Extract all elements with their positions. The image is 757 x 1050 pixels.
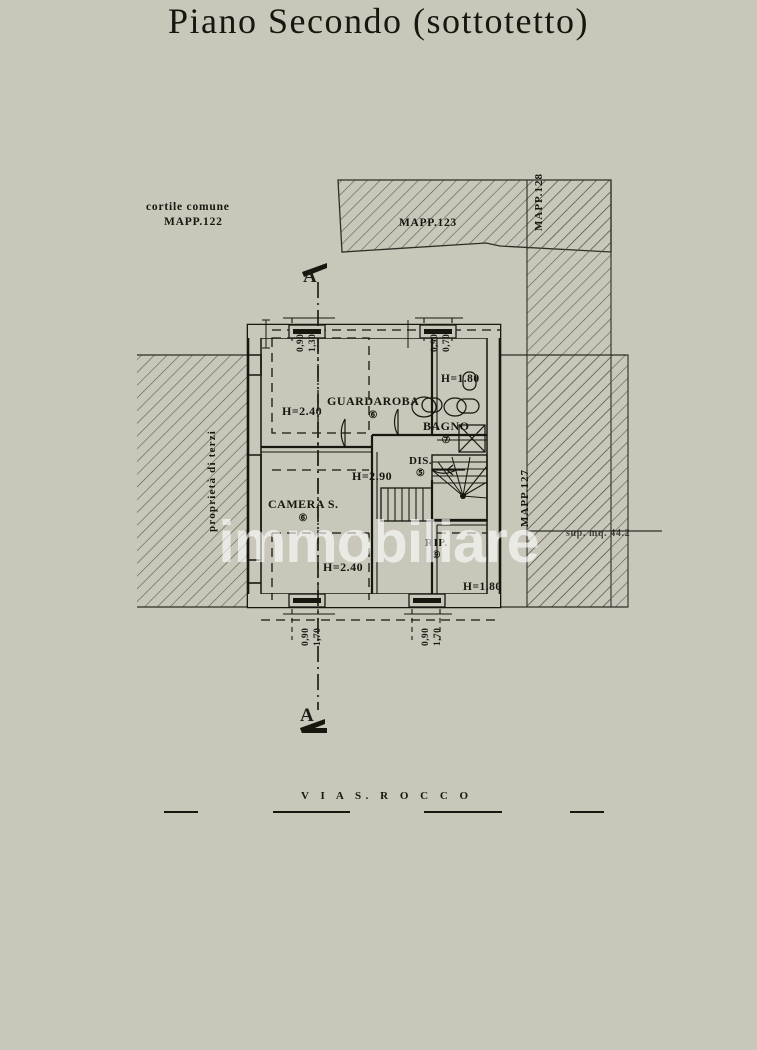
opening-dim-top-left-height: 1,30 bbox=[308, 333, 318, 352]
mapp-128-label: MAPP.128 bbox=[533, 172, 545, 231]
staircase bbox=[380, 454, 488, 522]
cortile-comune-label: cortile comune MAPP.122 bbox=[146, 200, 230, 230]
room-label-ripostiglio: RIP. ⑨ bbox=[425, 537, 448, 561]
height-label-camera: H=2.40 bbox=[323, 560, 364, 574]
camera-name: CAMERA S. bbox=[268, 497, 339, 511]
rip-name: RIP. bbox=[425, 537, 448, 549]
dis-number: ⑤ bbox=[415, 468, 426, 479]
mapp-127-label: MAPP.127 bbox=[519, 468, 531, 527]
opening-dim-top-right-height: 0,70 bbox=[442, 333, 452, 352]
cortile-line-2: MAPP.122 bbox=[164, 216, 223, 228]
adjacent-properties-hatching bbox=[137, 179, 629, 608]
opening-dim-bottom-right-width: 0,90 bbox=[421, 627, 431, 646]
rip-number: ⑨ bbox=[431, 550, 442, 561]
height-label-guardaroba: H=2.40 bbox=[282, 404, 323, 418]
openings-top bbox=[262, 319, 457, 349]
guardaroba-number: ⑥ bbox=[368, 410, 378, 421]
opening-dim-top-left-width: 0,90 bbox=[296, 333, 306, 352]
opening-dim-top-right-width: 0,90 bbox=[430, 333, 440, 352]
page-title: Piano Secondo (sottotetto) bbox=[168, 1, 589, 41]
opening-dim-bottom-left-height: 1,70 bbox=[313, 627, 323, 646]
room-label-bagno: BAGNO ⑦ bbox=[423, 419, 470, 446]
room-label-guardaroba: GUARDAROBA ⑥ bbox=[327, 394, 419, 421]
superficie-label: sup. mq. 44.2 bbox=[566, 528, 631, 539]
guardaroba-name: GUARDAROBA bbox=[327, 394, 420, 408]
height-label-bagno: H=1.80 bbox=[441, 373, 480, 385]
cortile-line-1: cortile comune bbox=[146, 201, 230, 213]
section-arrow-bottom bbox=[300, 719, 327, 733]
openings-bottom bbox=[288, 593, 446, 608]
opening-dim-bottom-left-width: 0,90 bbox=[301, 627, 311, 646]
room-label-camera: CAMERA S. ⑥ bbox=[268, 497, 339, 524]
mapp-123-label: MAPP.123 bbox=[399, 217, 457, 229]
camera-number: ⑥ bbox=[298, 513, 308, 524]
bagno-number: ⑦ bbox=[441, 435, 451, 446]
height-label-ripostiglio: H=1.80 bbox=[463, 581, 502, 593]
section-arrow-top bbox=[302, 263, 327, 277]
bagno-name: BAGNO bbox=[423, 419, 470, 433]
dimension-ticks bbox=[283, 317, 463, 615]
proprieta-di-terzi-label: proprietà di terzi bbox=[206, 429, 218, 532]
section-marker-bottom: A bbox=[300, 705, 314, 726]
section-marker-top: A bbox=[303, 266, 317, 287]
bathroom-fixtures bbox=[411, 371, 486, 453]
height-label-disimpegno: H=2.90 bbox=[352, 469, 393, 483]
opening-dim-bottom-right-height: 1,70 bbox=[433, 627, 443, 646]
dis-name: DIS. bbox=[409, 455, 433, 467]
street-label: V I A S. R O C C O bbox=[301, 790, 473, 802]
partition-inner-faces bbox=[261, 338, 487, 594]
room-label-disimpegno: DIS. ⑤ bbox=[409, 455, 432, 479]
building-walls bbox=[246, 323, 502, 609]
